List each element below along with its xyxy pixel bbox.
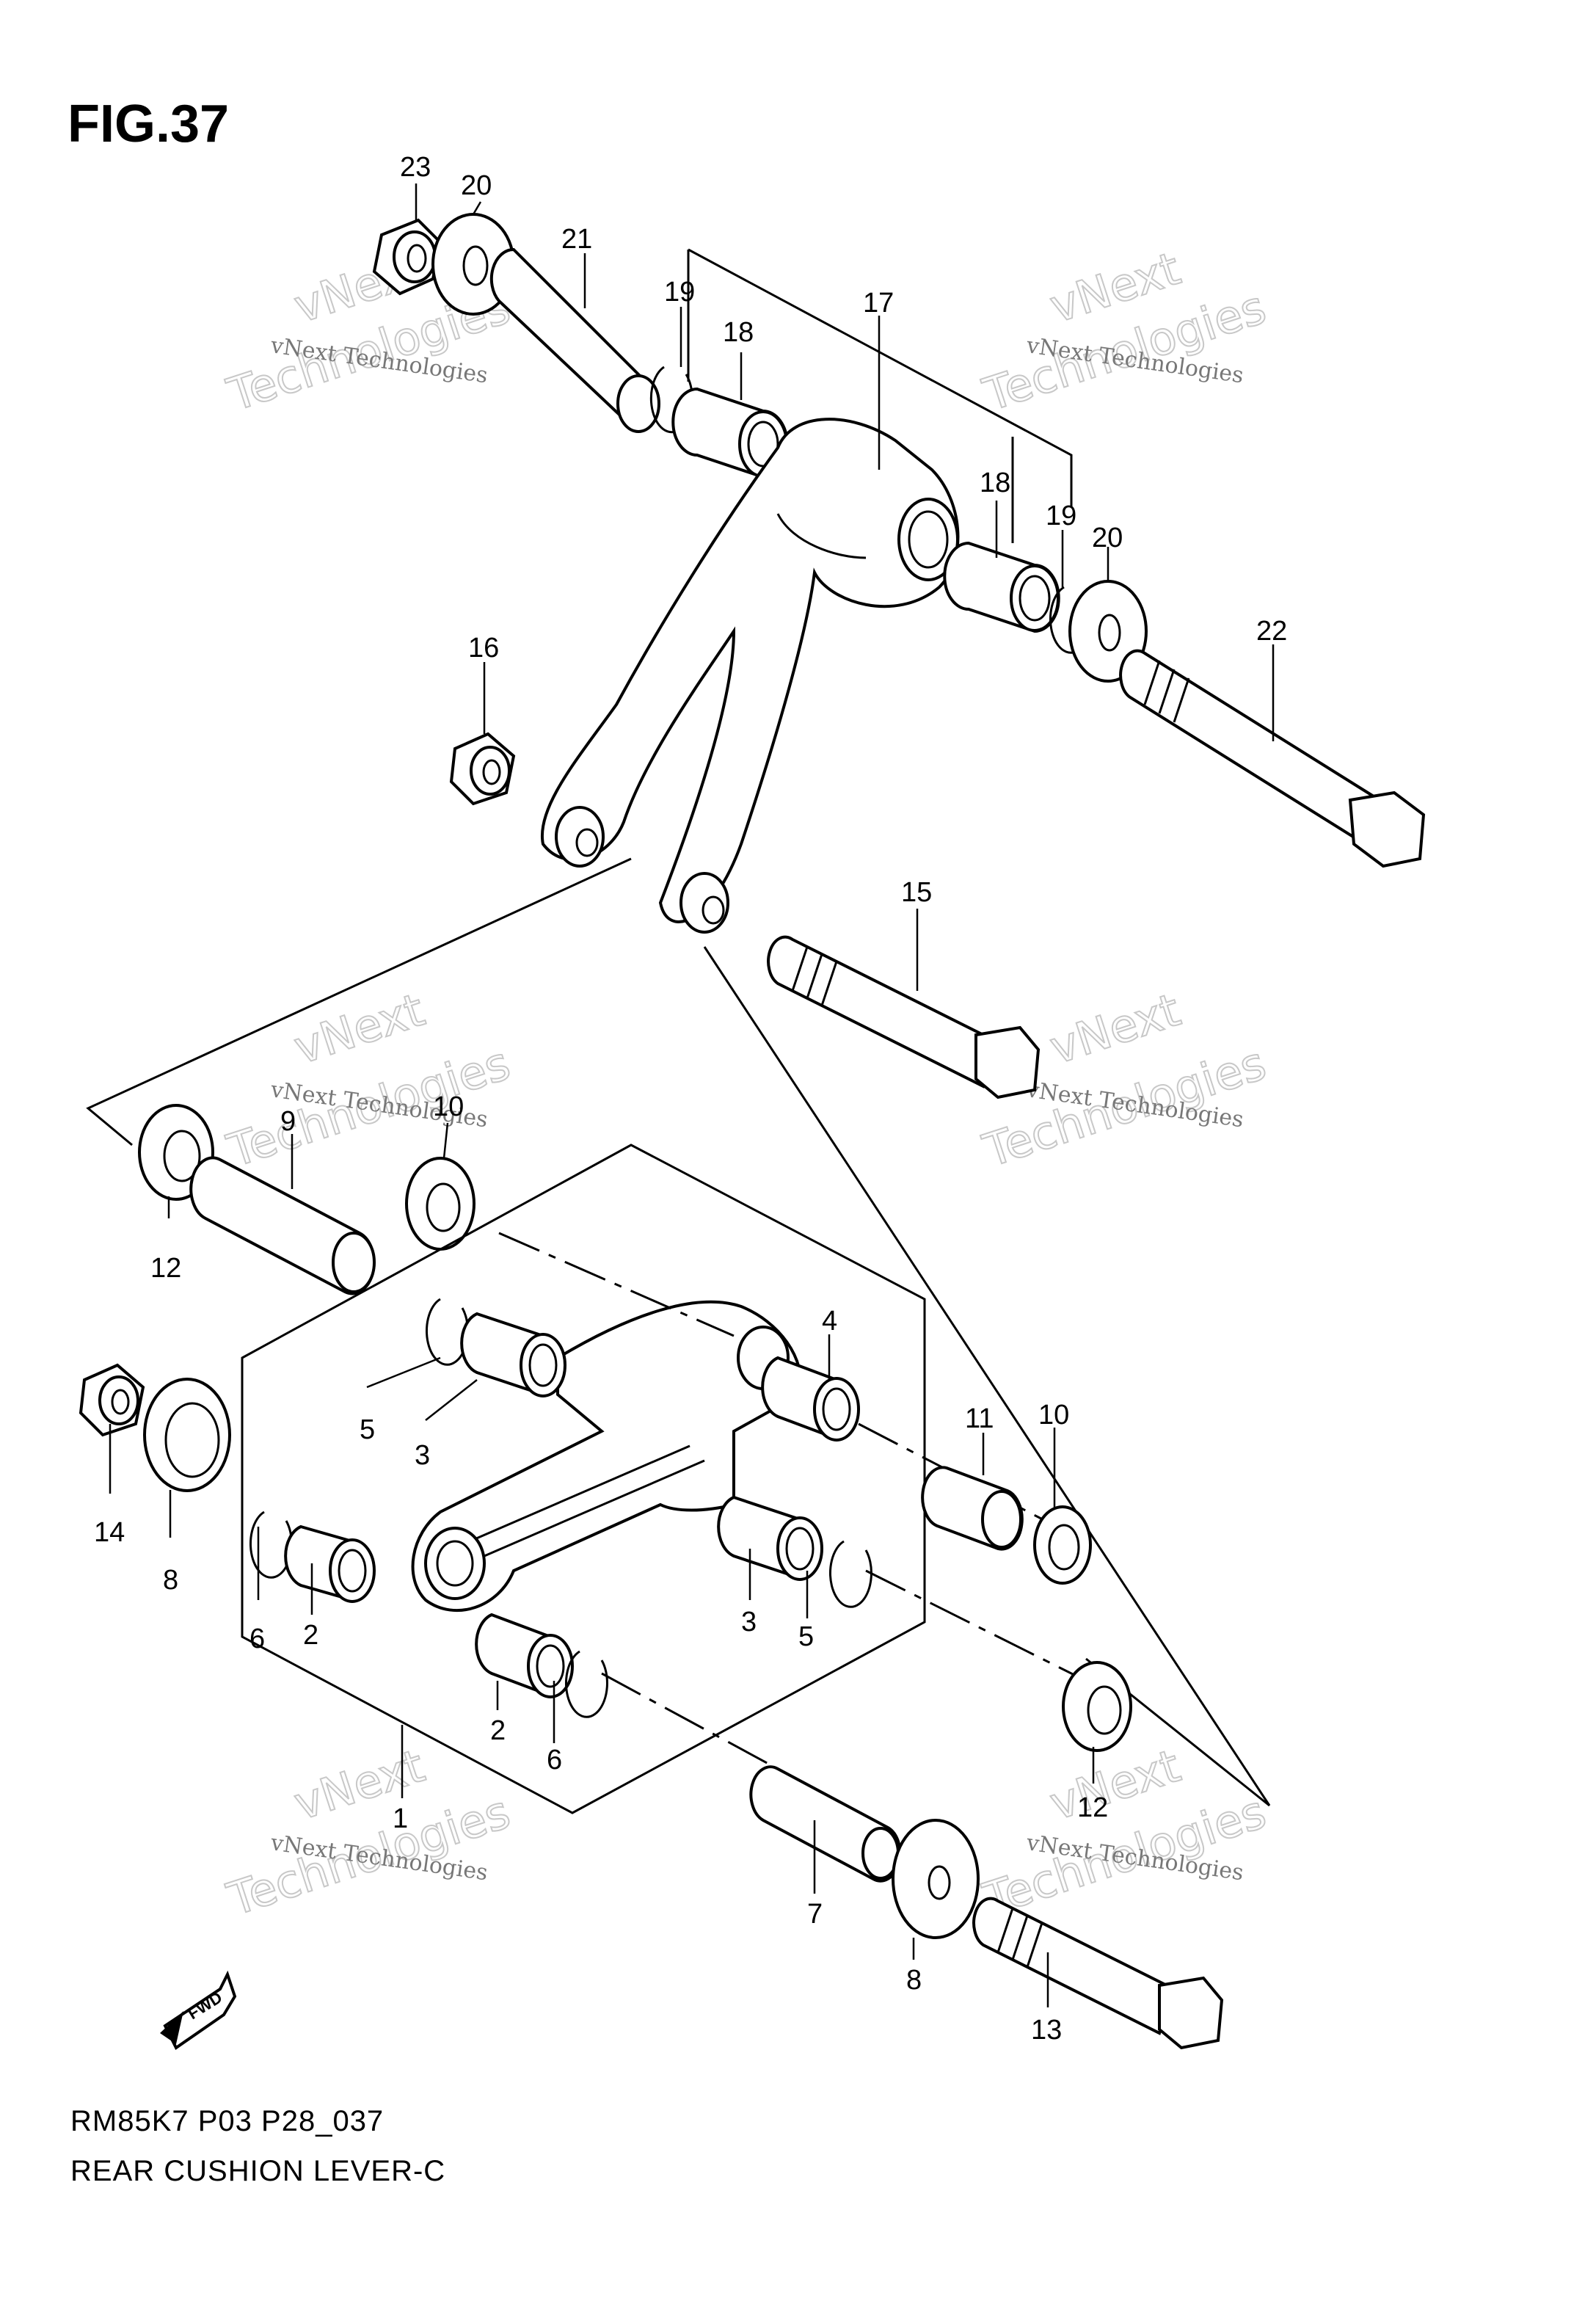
- callout-labels: 23 20 21 19 18 17 18 19 20 22 16 15 10 9…: [94, 152, 1287, 2046]
- ref-line-to-12b: [703, 946, 1271, 1806]
- nut-14: [79, 1363, 145, 1437]
- bearing-3-upper: [460, 1312, 566, 1397]
- callout-8-bottom: 8: [906, 1965, 922, 1996]
- diagram-caption: REAR CUSHION LEVER-C: [70, 2155, 446, 2187]
- spacer-2-left: [284, 1524, 376, 1603]
- collar-9: [189, 1156, 376, 1295]
- callout-5-lower: 5: [798, 1621, 814, 1652]
- callout-2-lower: 2: [490, 1715, 506, 1746]
- bolt-13: [972, 1897, 1224, 2050]
- bearing-4: [761, 1356, 860, 1442]
- nut-16: [449, 732, 516, 806]
- axis-lower-right: [865, 1569, 1087, 1682]
- callout-19-top: 19: [664, 277, 695, 308]
- callout-18-top: 18: [723, 317, 754, 348]
- callout-23: 23: [400, 152, 431, 183]
- callout-12-right: 12: [1077, 1792, 1108, 1823]
- callout-4: 4: [822, 1306, 837, 1337]
- watermark-mid-left: vNext Technologies vNext Technologies: [220, 982, 517, 1179]
- callout-14: 14: [94, 1517, 125, 1548]
- collar-11: [921, 1466, 1024, 1551]
- callout-16: 16: [468, 633, 499, 664]
- washer-8-bottom: [892, 1819, 980, 1939]
- watermark-bottom-left: vNext Technologies vNext Technologies: [220, 1738, 517, 1927]
- fwd-arrow-icon: FWD: [160, 1970, 237, 2050]
- callout-21: 21: [561, 224, 592, 255]
- circlip-5-lower: [828, 1540, 872, 1608]
- ref-line-to-12a: [86, 857, 632, 1146]
- figure-title: FIG.37: [68, 95, 230, 153]
- cushion-lever-17: [540, 418, 960, 934]
- bearing-3-lower: [717, 1495, 823, 1581]
- callout-6-right: 6: [547, 1745, 562, 1775]
- callout-1: 1: [393, 1803, 408, 1834]
- callout-9: 9: [280, 1106, 296, 1137]
- callout-12-left: 12: [150, 1253, 181, 1284]
- seal-8-left: [143, 1378, 231, 1492]
- callout-7: 7: [807, 1899, 823, 1930]
- callout-19-right: 19: [1046, 501, 1076, 531]
- circlip-5-upper: [425, 1298, 469, 1366]
- callout-11: 11: [965, 1403, 994, 1434]
- collar-21: [489, 247, 660, 433]
- bolt-22: [1119, 649, 1426, 868]
- bearing-18-right: [943, 541, 1060, 633]
- axis-upper: [498, 1232, 735, 1337]
- callout-3-upper: 3: [415, 1440, 430, 1471]
- callout-20-right: 20: [1092, 523, 1123, 553]
- svg-text:vNext: vNext: [1043, 983, 1187, 1075]
- callout-17: 17: [863, 288, 894, 319]
- watermark-bottom-right: vNext Technologies vNext Technologies: [976, 1738, 1272, 1927]
- bolt-15: [767, 935, 1041, 1099]
- seal-10-right: [1033, 1505, 1092, 1585]
- axis-lower: [601, 1672, 779, 1770]
- circlip-6-right: [564, 1650, 608, 1718]
- callout-3-lower: 3: [741, 1607, 757, 1637]
- callout-5-upper: 5: [360, 1414, 375, 1445]
- callout-18-right: 18: [980, 468, 1010, 498]
- watermark-top-right: vNext Technologies vNext Technologies: [976, 241, 1272, 423]
- collar-7: [749, 1765, 902, 1883]
- model-code: RM85K7 P03 P28_037: [70, 2105, 385, 2137]
- callout-10-left: 10: [433, 1091, 464, 1122]
- svg-text:vNext: vNext: [288, 983, 431, 1075]
- callout-2-left: 2: [303, 1620, 318, 1651]
- callout-22: 22: [1256, 616, 1287, 647]
- callout-15: 15: [901, 877, 932, 908]
- callout-13: 13: [1031, 2015, 1062, 2046]
- callout-10-right: 10: [1038, 1400, 1069, 1431]
- seal-10-left: [405, 1157, 475, 1251]
- seal-12-right: [1062, 1661, 1132, 1752]
- callout-6-left: 6: [249, 1624, 265, 1654]
- callout-8-left: 8: [163, 1565, 178, 1596]
- nut-23: [372, 218, 442, 296]
- circlip-6-left: [249, 1511, 293, 1579]
- assembly-1-frame: [241, 1144, 926, 1814]
- spacer-2-lower: [475, 1613, 574, 1698]
- callout-20-top: 20: [461, 170, 492, 201]
- leader-lines: [109, 183, 1275, 2007]
- bracket-17-18-19: [688, 248, 1073, 506]
